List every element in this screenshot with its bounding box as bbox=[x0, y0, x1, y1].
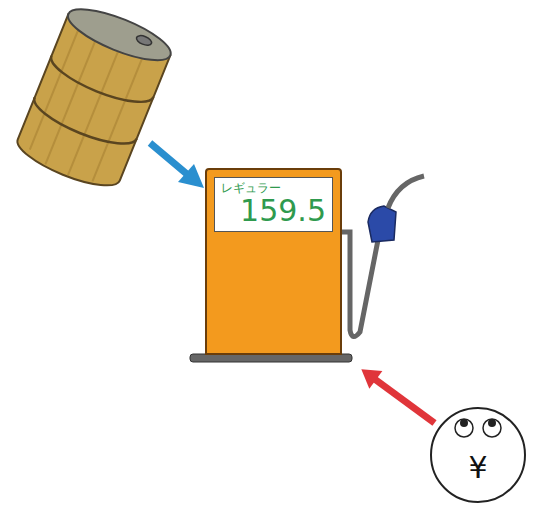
hose bbox=[341, 232, 378, 337]
fuel-grade: レギュラー bbox=[221, 181, 326, 195]
arrow-line bbox=[374, 379, 434, 423]
blue-arrow bbox=[150, 143, 204, 188]
eye bbox=[455, 419, 473, 437]
pupil bbox=[460, 419, 468, 427]
yen-sign: ¥ bbox=[432, 453, 524, 483]
pump-base bbox=[190, 354, 352, 362]
oil-drum bbox=[12, 0, 177, 195]
price-display: レギュラー159.5 bbox=[214, 177, 333, 232]
pupil bbox=[488, 419, 496, 427]
nozzle bbox=[368, 206, 396, 242]
arrowhead bbox=[361, 369, 382, 389]
nozzle-spout bbox=[388, 176, 424, 208]
price-value: 159.5 bbox=[221, 195, 326, 227]
eye bbox=[483, 419, 501, 437]
red-arrow bbox=[361, 369, 434, 423]
gas-pump: レギュラー159.5 bbox=[205, 168, 342, 355]
yen-face: ¥ bbox=[430, 407, 526, 503]
face-circle bbox=[431, 408, 525, 502]
